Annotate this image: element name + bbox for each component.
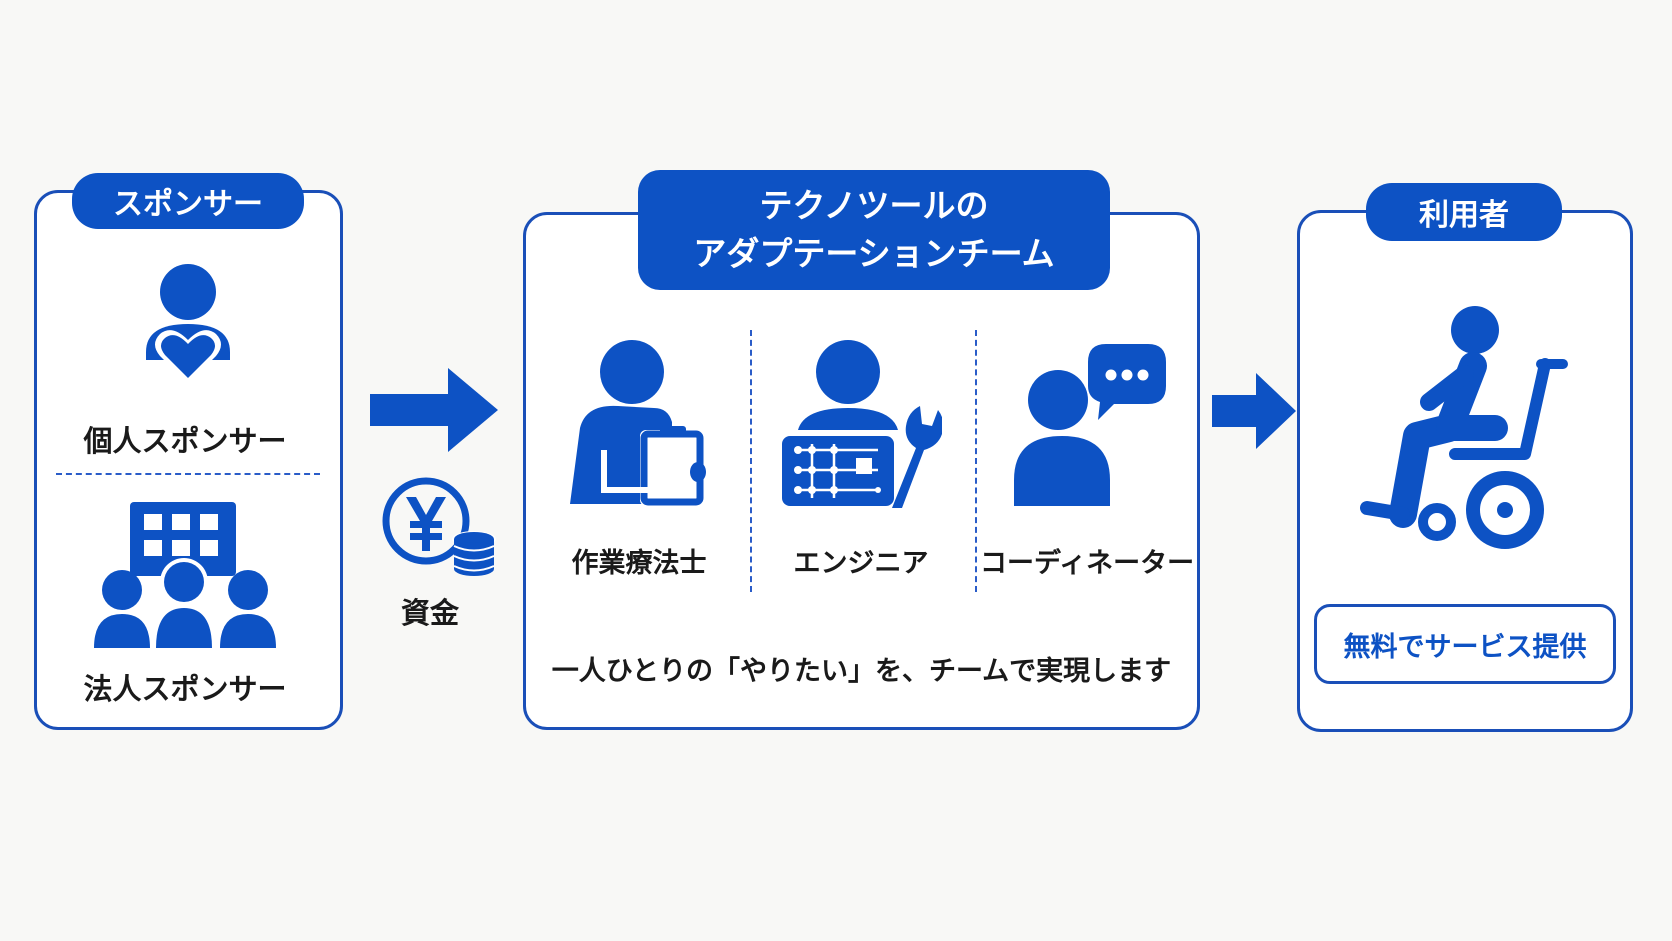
member-label-engineer: エンジニア xyxy=(793,548,929,579)
team-tagline: 一人ひとりの「やりたい」を、チームで実現します xyxy=(551,656,1172,687)
sponsor-header: スポンサー xyxy=(72,173,304,229)
engineer-icon xyxy=(782,340,942,508)
free-service-badge: 無料でサービス提供 xyxy=(1314,604,1616,684)
team-header: テクノツールの アダプテーションチーム xyxy=(638,170,1110,290)
occupational-therapist-icon xyxy=(570,340,706,506)
team-divider-1 xyxy=(750,330,752,592)
corporate-sponsor-label: 法人スポンサー xyxy=(83,672,287,706)
yen-coin-icon xyxy=(382,477,496,576)
member-label-coordinator: コーディネーター xyxy=(980,548,1195,579)
arrow-right-icon xyxy=(370,368,498,452)
team-header-line2: アダプテーションチーム xyxy=(693,234,1055,273)
individual-sponsor-icon xyxy=(146,264,230,384)
member-label-ot: 作業療法士 xyxy=(571,548,707,579)
arrow-right-icon xyxy=(1212,373,1296,449)
sponsor-divider xyxy=(56,473,320,475)
wheelchair-user-icon xyxy=(1360,306,1568,549)
user-header: 利用者 xyxy=(1366,183,1562,241)
team-header-line1: テクノツールの xyxy=(759,186,989,225)
coordinator-icon xyxy=(1014,344,1166,506)
free-service-label: 無料でサービス提供 xyxy=(1343,631,1587,663)
individual-sponsor-label: 個人スポンサー xyxy=(83,424,287,458)
team-divider-2 xyxy=(975,330,977,592)
funds-label: 資金 xyxy=(400,596,459,630)
corporate-sponsor-icon xyxy=(94,502,276,648)
